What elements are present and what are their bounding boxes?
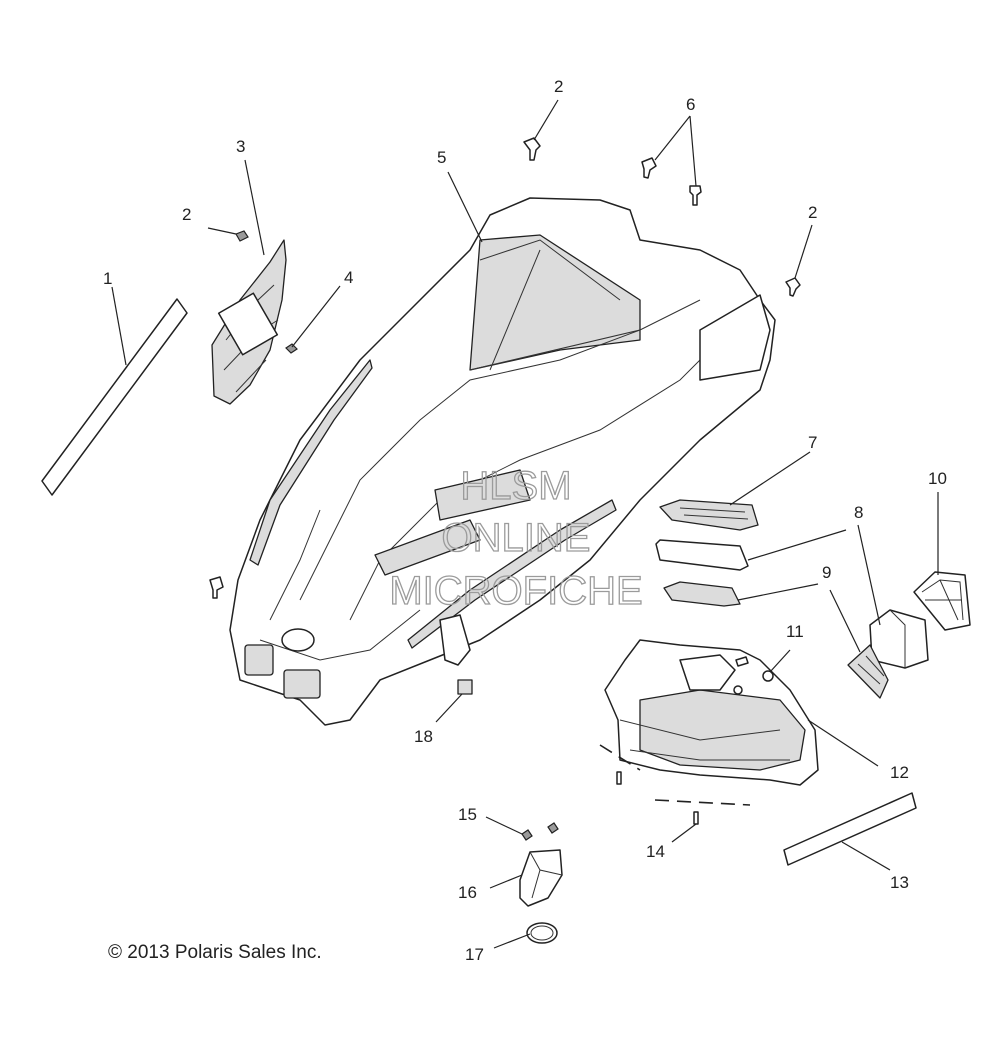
callout-2c: 2	[808, 203, 817, 222]
watermark-line-2: ONLINE	[442, 516, 591, 560]
callout-5: 5	[437, 148, 446, 167]
callout-16: 16	[458, 883, 477, 902]
callout-15: 15	[458, 805, 477, 824]
part-8-filter-block	[655, 539, 929, 669]
callout-3: 3	[236, 137, 245, 156]
part-9-small-grille	[663, 581, 889, 699]
callout-18: 18	[414, 727, 433, 746]
leader-lines	[111, 99, 939, 949]
callout-4: 4	[344, 268, 353, 287]
watermark-line-3: MICROFICHE	[389, 569, 642, 613]
part-4-clip	[285, 343, 298, 354]
part-13-decal-strip	[783, 792, 917, 866]
callout-11: 11	[786, 622, 804, 641]
part-1-decal-strip	[41, 298, 188, 496]
callout-7: 7	[808, 433, 817, 452]
part-11-screw	[762, 670, 774, 682]
part-6-fastener-b	[689, 185, 702, 206]
callout-2b: 2	[554, 77, 563, 96]
callout-2a: 2	[182, 205, 191, 224]
part-2-fastener-a	[235, 230, 249, 242]
part-6-fastener-a	[641, 157, 657, 179]
callout-8: 8	[854, 503, 863, 522]
part-5-hood	[229, 197, 776, 726]
part-14-screw	[693, 811, 699, 825]
part-2-fastener-c	[785, 277, 801, 297]
callout-13: 13	[890, 873, 909, 892]
part-2-fastener-b	[523, 137, 541, 161]
airbox-side-screw	[616, 771, 622, 785]
part-12-airbox	[604, 639, 819, 786]
part-15-fastener	[521, 822, 559, 841]
part-17-o-ring	[526, 922, 558, 944]
part-3-side-panel	[211, 239, 287, 405]
callout-9: 9	[822, 563, 831, 582]
callout-10: 10	[928, 469, 947, 488]
part-10-grille-frame	[913, 571, 971, 631]
callouts: 1 2 3 4 5 2 6 2 7 8 9 10 11 12 13 14 15 …	[103, 77, 947, 964]
airbox-screws	[733, 656, 749, 695]
watermark: HLSM ONLINE MICROFICHE	[389, 463, 644, 613]
part-16-bracket	[519, 849, 563, 907]
part-7-vent-grille	[659, 499, 759, 531]
copyright-notice: © 2013 Polaris Sales Inc.	[108, 942, 322, 963]
callout-17: 17	[465, 945, 484, 964]
callout-1: 1	[103, 269, 112, 288]
callout-6: 6	[686, 95, 695, 114]
callout-14: 14	[646, 842, 665, 861]
part-18-clip	[457, 679, 473, 695]
hood-side-clip	[209, 576, 224, 599]
callout-12: 12	[890, 763, 909, 782]
watermark-line-1: HLSM	[460, 464, 571, 508]
